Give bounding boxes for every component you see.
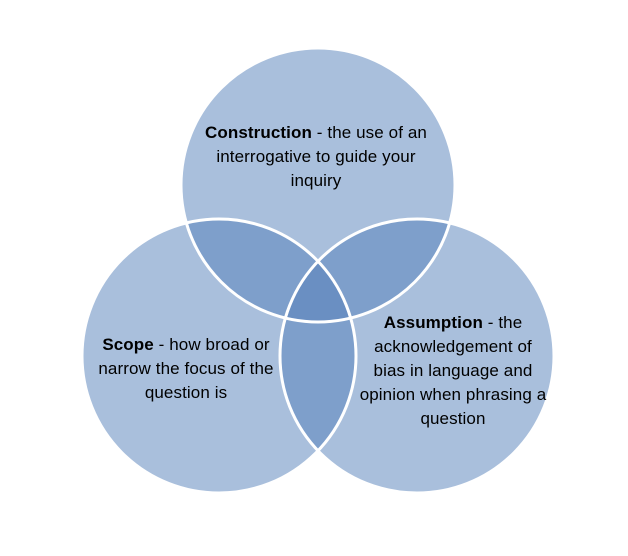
scope-description: - how broad or narrow the focus of the q… bbox=[98, 335, 274, 402]
scope-circle-outline bbox=[80, 217, 358, 495]
assumption-label: Assumption - the acknowledgement of bias… bbox=[358, 311, 548, 431]
construction-term: Construction bbox=[205, 123, 312, 142]
construction-assumption-overlap bbox=[280, 219, 455, 322]
construction-label: Construction - the use of an interrogati… bbox=[205, 121, 427, 193]
construction-scope-overlap bbox=[181, 219, 356, 322]
assumption-circle-outline bbox=[278, 217, 556, 495]
scope-label: Scope - how broad or narrow the focus of… bbox=[96, 333, 276, 405]
assumption-term: Assumption bbox=[383, 313, 483, 332]
construction-description: - the use of an interrogative to guide y… bbox=[216, 123, 427, 190]
scope-term: Scope bbox=[102, 335, 154, 354]
assumption-description: - the acknowledgement of bias in languag… bbox=[359, 313, 547, 428]
construction-circle-outline bbox=[179, 46, 457, 324]
